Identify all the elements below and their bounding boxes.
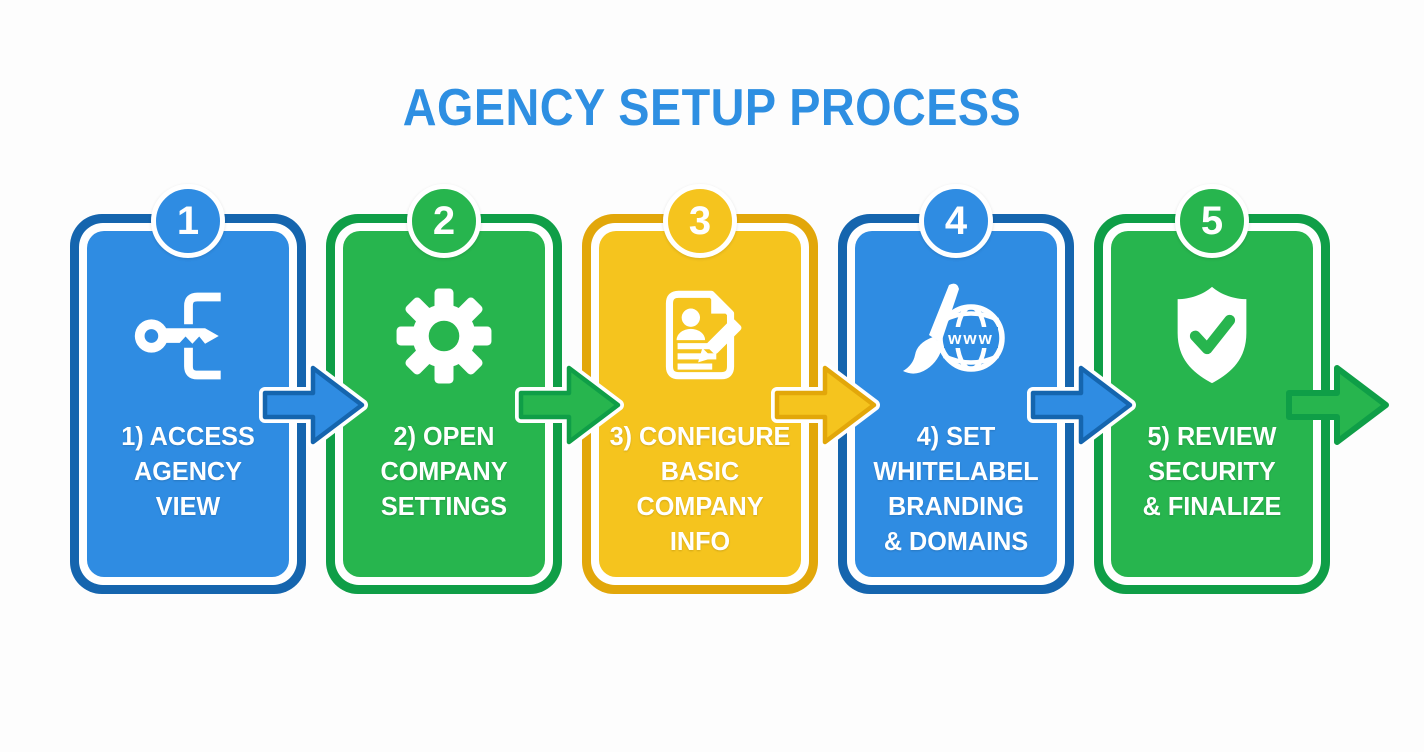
step-number-badge: 1 [151,184,225,258]
step-number-badge: 5 [1175,184,1249,258]
step-label-line: AGENCY [134,456,242,486]
diagram-title: AGENCY SETUP PROCESS [402,79,1022,137]
step-label-line: COMPANY [636,491,764,521]
document-edit-icon [599,269,801,403]
key-icon [87,269,289,403]
shield-check-icon [1111,269,1313,403]
step-label-line: 4) SET [916,421,996,451]
step-label: 3) CONFIGURE BASIC COMPANY INFO [587,419,814,559]
step-label-line: SETTINGS [380,491,508,521]
step-label: 5) REVIEW SECURITY & FINALIZE [1099,419,1326,524]
step-label-line: 5) REVIEW [1147,421,1277,451]
brush-globe-icon: www [855,269,1057,403]
step-card-frame: 2) OPEN COMPANY SETTINGS [326,214,562,594]
step-label-line: COMPANY [380,456,508,486]
step-number: 4 [944,198,968,243]
step-number: 5 [1200,198,1224,243]
gear-icon [343,269,545,403]
step-card-2: 2 2) OPEN COMPANY SETTINGS [326,184,562,614]
step-label: 1) ACCESS AGENCY VIEW [75,419,302,524]
step-label-line: 3) CONFIGURE [609,421,791,451]
step-label-line: & DOMAINS [883,526,1029,556]
step-number: 2 [432,198,456,243]
step-label-line: & FINALIZE [1142,491,1282,521]
step-label-line: VIEW [155,491,221,521]
step-label-line: SECURITY [1148,456,1276,486]
www-label: www [947,329,994,348]
flow-arrow-3-4 [771,353,880,457]
step-number: 3 [688,198,712,243]
flow-arrow-1-2 [259,353,368,457]
step-label-line: WHITELABEL [873,456,1039,486]
step-label-line: 2) OPEN [393,421,495,451]
step-label: 4) SET WHITELABEL BRANDING & DOMAINS [843,419,1070,559]
flow-arrow-4-5 [1027,353,1136,457]
step-label-line: INFO [669,526,731,556]
step-number-badge: 2 [407,184,481,258]
step-number-badge: 4 [919,184,993,258]
flow-arrow-end [1285,353,1390,457]
step-number: 1 [176,198,200,243]
step-card-frame: 5) REVIEW SECURITY & FINALIZE [1094,214,1330,594]
flow-arrow-2-3 [515,353,624,457]
step-label-line: BASIC [660,456,740,486]
step-label-line: 1) ACCESS [121,421,255,451]
step-card-5: 5 5) REVIEW SECURITY & FINALIZE [1094,184,1330,614]
step-number-badge: 3 [663,184,737,258]
step-label: 2) OPEN COMPANY SETTINGS [331,419,558,524]
step-label-line: BRANDING [888,491,1024,521]
